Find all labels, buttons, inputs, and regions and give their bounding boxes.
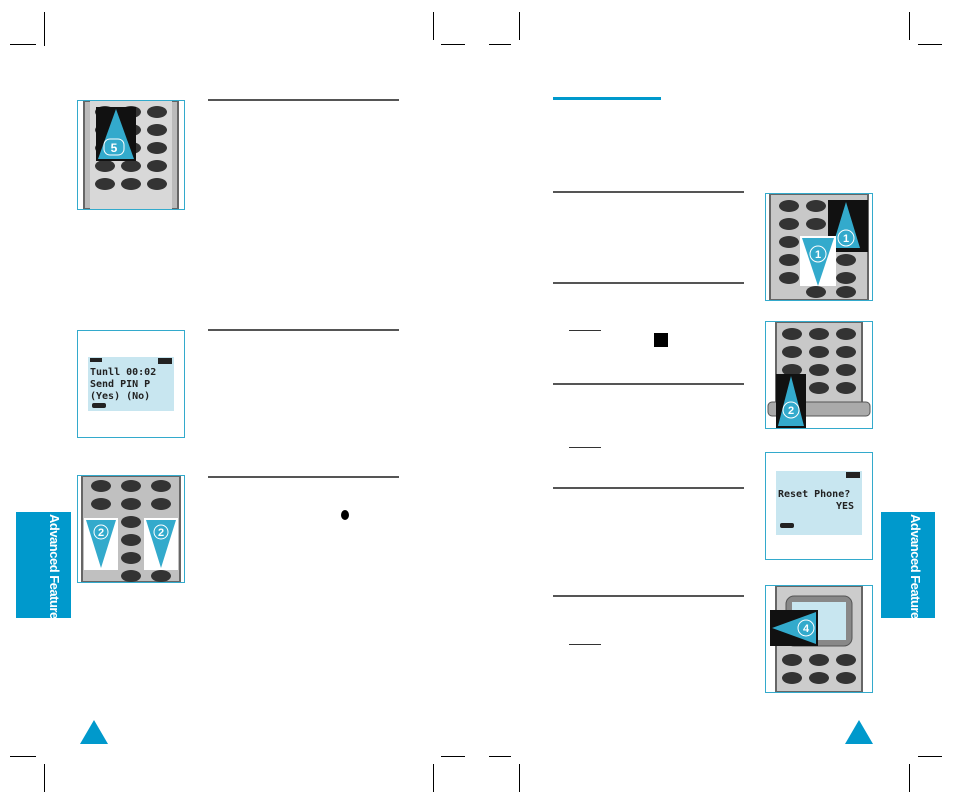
display-illustration-send-pin: Tunll 00:02 Send PIN P (Yes) (No): [77, 330, 185, 438]
section-rule: [553, 383, 744, 385]
text-underline: [569, 447, 601, 448]
step-number: 2: [98, 527, 104, 539]
keypad-illustration-step-5: 5: [77, 100, 185, 210]
key-icon: [654, 333, 668, 347]
svg-text:(Yes) (No): (Yes) (No): [90, 391, 150, 402]
section-rule: [553, 191, 744, 193]
section-rule: [208, 99, 399, 101]
svg-text:YES: YES: [836, 501, 854, 512]
phone-illustration-step-4: 4: [765, 585, 873, 693]
svg-text:Reset Phone?: Reset Phone?: [778, 489, 850, 500]
step-number: 1: [843, 233, 849, 245]
display-illustration-reset-phone: Reset Phone? YES: [765, 452, 873, 560]
text-underline: [569, 644, 601, 645]
section-rule: [553, 487, 744, 489]
section-tab-right: Advanced Features: [881, 512, 935, 618]
step-number: 5: [111, 141, 118, 155]
section-rule: [208, 329, 399, 331]
section-tab-label: Advanced Features: [908, 514, 923, 618]
svg-text:Send PIN P: Send PIN P: [90, 379, 150, 390]
step-number: 4: [803, 623, 810, 635]
section-rule: [208, 476, 399, 478]
page-marker-triangle: [80, 720, 108, 744]
keypad-illustration-step-1: 1 1: [765, 193, 873, 301]
bullet-icon: [341, 510, 349, 520]
keypad-illustration-step-2: 2: [765, 321, 873, 429]
svg-text:Tunll 00:02: Tunll 00:02: [90, 367, 156, 378]
section-tab-left: Advanced Features: [16, 512, 71, 618]
step-number: 2: [788, 405, 794, 417]
section-rule: [553, 282, 744, 284]
page-marker-triangle: [845, 720, 873, 744]
step-number: 2: [158, 527, 164, 539]
keypad-illustration-step-2-twice: 2 2: [77, 475, 185, 583]
heading-accent-rule: [553, 97, 661, 100]
section-rule: [553, 595, 744, 597]
section-tab-label: Advanced Features: [47, 514, 62, 618]
step-number: 1: [815, 249, 821, 261]
text-underline: [569, 330, 601, 331]
